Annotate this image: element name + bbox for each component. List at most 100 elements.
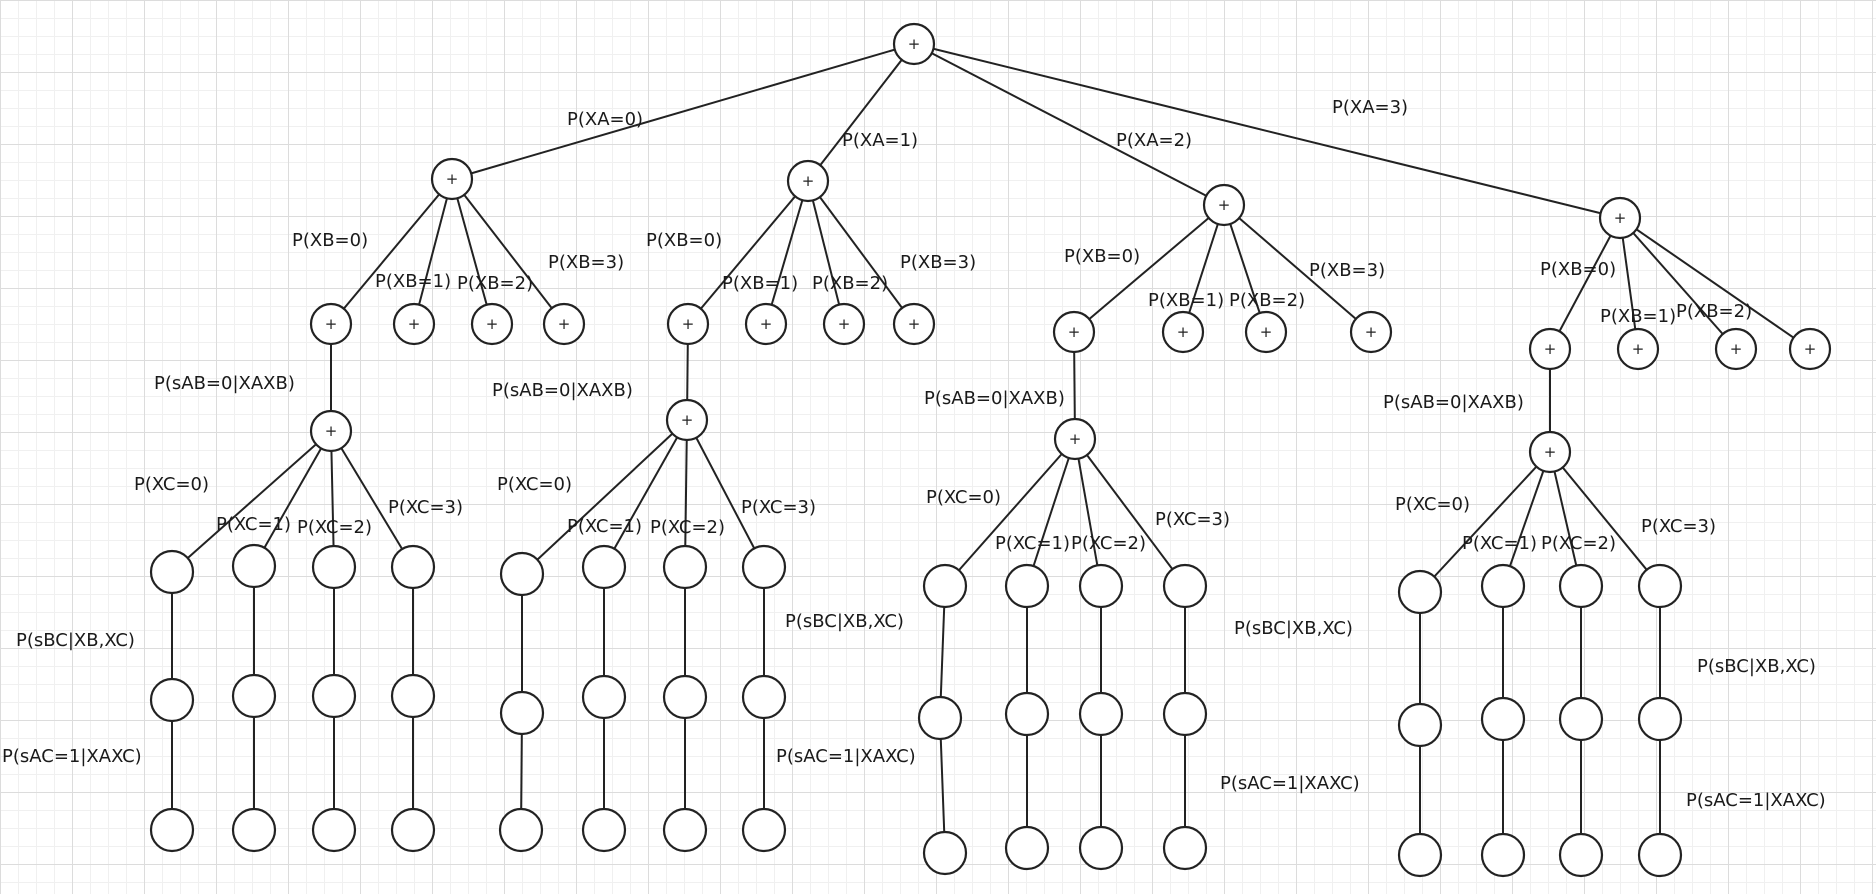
node-circle [1161,310,1205,354]
label-t3-xb-2: P(XB=2) [1229,290,1305,311]
tree-edge [413,178,453,325]
node-circle [662,807,708,853]
tree-node-t2-sac0 [498,807,544,853]
tree-node-t3-xb1: + [1161,310,1205,354]
node-circle [1637,832,1683,878]
tree-node-t3-sbc2 [1078,691,1124,737]
node-circle [665,398,709,442]
tree-edge [603,419,688,568]
tree-node-t1-xb2: + [470,302,514,346]
node-circle [1558,696,1604,742]
node-circle [1004,825,1050,871]
tree-edge [1026,438,1076,587]
node-circle [1397,832,1443,878]
tree-node-t2-xb3: + [892,302,936,346]
label-t4-xb-1: P(XB=1) [1600,306,1676,327]
node-circle [822,302,866,346]
node-circle [1052,310,1096,354]
node-circle [1616,327,1660,371]
node-circle [149,807,195,853]
label-t2-xb-2: P(XB=2) [812,273,888,294]
tree-node-t3-sbc1 [1004,691,1050,737]
tree-node-t4-sac2 [1558,832,1604,878]
node-circle [1714,327,1758,371]
tree-edge [1549,451,1661,587]
node-circle [917,695,963,741]
tree-node-t4-sbc0 [1397,702,1443,748]
tree-node-t3-sac3 [1162,825,1208,871]
tree-edge [171,430,332,573]
label-t4-sbc: P(sBC|XB,XC) [1697,656,1816,677]
label-t1-xc-1: P(XC=1) [216,514,291,535]
label-t2-xc-0: P(XC=0) [497,474,572,495]
node-circle [1162,691,1208,737]
node-circle [741,544,787,590]
node-circle [662,544,708,590]
tree-edge [1549,451,1582,587]
node-circle [1558,563,1604,609]
edge-labels: P(XA=0) P(XA=1) P(XA=2) P(XA=3) P(XB=0) … [2,97,1826,811]
tree-node-t4-sab: + [1528,430,1572,474]
plus-symbol: + [408,315,421,333]
node-circle [149,677,195,723]
node-circle [309,409,353,453]
node-circle [231,807,277,853]
plus-symbol: + [1218,196,1231,214]
plus-symbol: + [682,315,695,333]
node-circle [1397,569,1443,615]
node-circle [390,673,436,719]
tree-node-t1-sbc3 [390,673,436,719]
label-t4-xb-0: P(XB=0) [1540,259,1616,280]
node-circle [311,673,357,719]
node-circle [542,302,586,346]
plus-symbol: + [1177,323,1190,341]
label-t1-xb-0: P(XB=0) [292,230,368,251]
node-circle [1598,196,1642,240]
tree-node-t3-xb3: + [1349,310,1393,354]
tree-node-t2-xc3 [741,544,787,590]
tree-edge [1223,204,1372,333]
label-t4-xc-2: P(XC=2) [1541,533,1616,554]
label-t4-sab: P(sAB=0|XAXB) [1383,392,1524,413]
tree-node-t4-xc3 [1637,563,1683,609]
node-circle [309,302,353,346]
tree-node-t3-sab: + [1053,417,1097,461]
node-circle [311,544,357,590]
label-t2-xb-3: P(XB=3) [900,252,976,273]
tree-node-t2-xc0 [499,551,545,597]
tree-node-t3-sbc3 [1162,691,1208,737]
label-t4-xb-2: P(XB=2) [1676,301,1752,322]
tree-node-t4-sbc3 [1637,696,1683,742]
plus-symbol: + [1804,340,1817,358]
tree-edge [1074,438,1102,587]
label-t3-xb-0: P(XB=0) [1064,246,1140,267]
node-circle [922,563,968,609]
label-t3-sac: P(sAC=1|XAXC) [1220,773,1360,794]
tree-node-t3-xa: + [1202,183,1246,227]
node-circle [311,807,357,853]
tree-node-t4-sac0 [1397,832,1443,878]
tree-node-t4-xb3: + [1788,327,1832,371]
tree-node-t4-xb1: + [1616,327,1660,371]
node-circle [581,544,627,590]
node-circle [390,807,436,853]
tree-edge [1182,204,1225,333]
tree-node-root: + [892,22,936,66]
plus-symbol: + [908,315,921,333]
node-circle [662,674,708,720]
tree-node-t4-sac3 [1637,832,1683,878]
tree-edge [521,419,688,575]
node-circle [1480,832,1526,878]
node-circle [666,302,710,346]
plus-symbol: + [1068,323,1081,341]
tree-node-t3-sbc0 [917,695,963,741]
label-t3-sbc: P(sBC|XB,XC) [1234,618,1353,639]
tree-edge [686,419,765,568]
tree-node-t1-sab: + [309,409,353,453]
label-t4-xc-3: P(XC=3) [1641,516,1716,537]
tree-node-t2-sac1 [581,807,627,853]
node-circle [390,544,436,590]
tree-node-t3-xc2 [1078,563,1124,609]
plus-symbol: + [1365,323,1378,341]
tree-node-t2-xc1 [581,544,627,590]
